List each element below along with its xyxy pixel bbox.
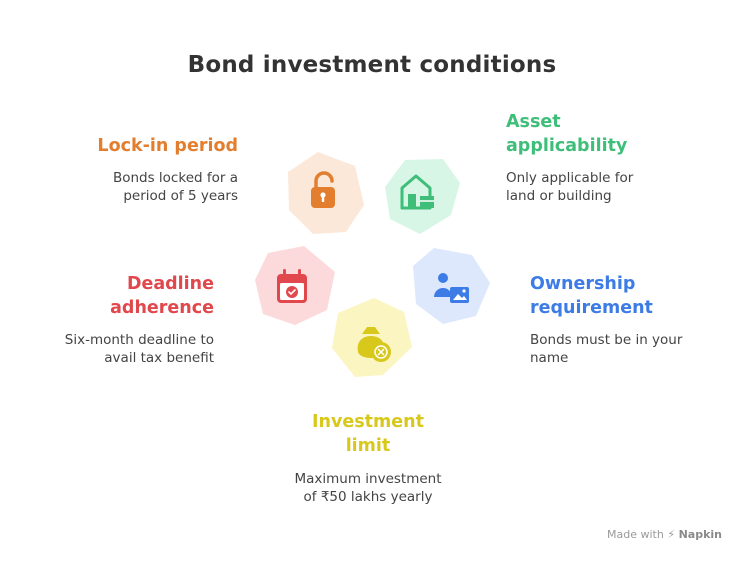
- footer-prefix: Made with: [607, 528, 664, 541]
- lock-in-heading: Lock-in period: [97, 136, 238, 156]
- deadline-description: Six-month deadline to avail tax benefit: [65, 331, 214, 367]
- asset-heading: Asset applicability: [506, 110, 627, 158]
- house-icon: [400, 174, 434, 210]
- ownership-description: Bonds must be in your name: [530, 331, 682, 367]
- lock-in-desc-line-1: Bonds locked for a: [112, 170, 238, 186]
- person-id-icon: [434, 273, 469, 303]
- asset-desc-line-1: Only applicable for: [506, 170, 634, 186]
- calendar-check-icon: [277, 269, 307, 303]
- made-with-napkin-footer[interactable]: Made with ⚡ Napkin: [607, 528, 722, 541]
- deadline-desc-line-1: Six-month deadline to: [64, 332, 214, 348]
- napkin-logo-icon: ⚡: [667, 528, 676, 541]
- asset-shape: [385, 159, 460, 234]
- deadline-desc-line-2: avail tax benefit: [104, 350, 214, 366]
- ownership-desc-line-1: Bonds must be in your: [530, 332, 683, 348]
- deadline-shape: [255, 246, 335, 325]
- asset-description: Only applicable for land or building: [506, 169, 633, 205]
- investment-heading: Investment limit: [268, 410, 468, 458]
- deadline-heading-line-2: adherence: [110, 298, 214, 318]
- lock-in-description: Bonds locked for a period of 5 years: [113, 169, 238, 205]
- investment-heading-line-2: limit: [345, 436, 391, 456]
- deadline-heading-line-1: Deadline: [126, 274, 214, 294]
- ownership-heading-line-1: Ownership: [530, 274, 636, 294]
- deadline-heading: Deadline adherence: [110, 272, 214, 320]
- investment-heading-line-1: Investment: [312, 412, 424, 432]
- investment-shape: [332, 298, 412, 377]
- footer-brand: Napkin: [678, 528, 722, 541]
- investment-description: Maximum investment of ₹50 lakhs yearly: [248, 470, 488, 506]
- lock-in-shape: [288, 152, 364, 234]
- padlock-icon: [311, 171, 335, 208]
- asset-heading-line-2: applicability: [506, 136, 628, 156]
- asset-heading-line-1: Asset: [506, 112, 561, 132]
- ownership-shape: [413, 248, 490, 324]
- money-bag-coin-icon: [357, 327, 391, 362]
- investment-desc-line-1: Maximum investment: [294, 471, 442, 487]
- diagram-title: Bond investment conditions: [187, 52, 557, 78]
- lock-in-desc-line-2: period of 5 years: [123, 188, 238, 204]
- ownership-heading-line-2: requirement: [530, 298, 653, 318]
- asset-desc-line-2: land or building: [506, 188, 612, 204]
- ownership-heading: Ownership requirement: [530, 272, 653, 320]
- investment-desc-line-2: of ₹50 lakhs yearly: [303, 489, 433, 505]
- ownership-desc-line-2: name: [530, 350, 569, 366]
